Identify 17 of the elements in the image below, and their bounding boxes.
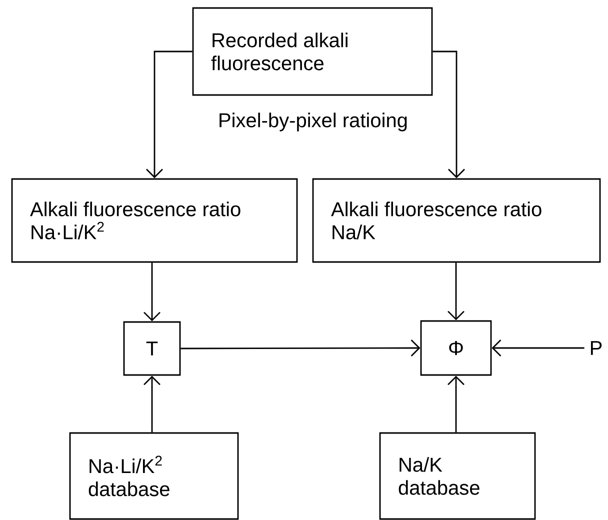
annotation-text: Pixel-by-pixel ratioing <box>220 112 407 132</box>
process-box: Recorded alkali fluorescence <box>192 7 433 96</box>
database-box: Na·Li/K$^{2}$ database <box>69 432 239 520</box>
operator-box: T <box>123 321 181 376</box>
arrow <box>492 340 584 356</box>
operator-box: Φ <box>420 320 492 376</box>
arrow <box>448 376 464 432</box>
process-box: Alkali fluorescence ratio Na·Li/K$^{2}$ <box>11 178 298 263</box>
arrow <box>432 50 465 178</box>
arrow <box>180 340 420 356</box>
arrow <box>144 262 160 322</box>
arrow <box>146 50 192 178</box>
input-label: P <box>590 341 602 355</box>
arrow <box>144 376 160 432</box>
arrow <box>448 262 464 320</box>
database-box: Na/K database <box>379 432 536 520</box>
process-box: Alkali fluorescence ratio Na/K <box>312 178 601 263</box>
